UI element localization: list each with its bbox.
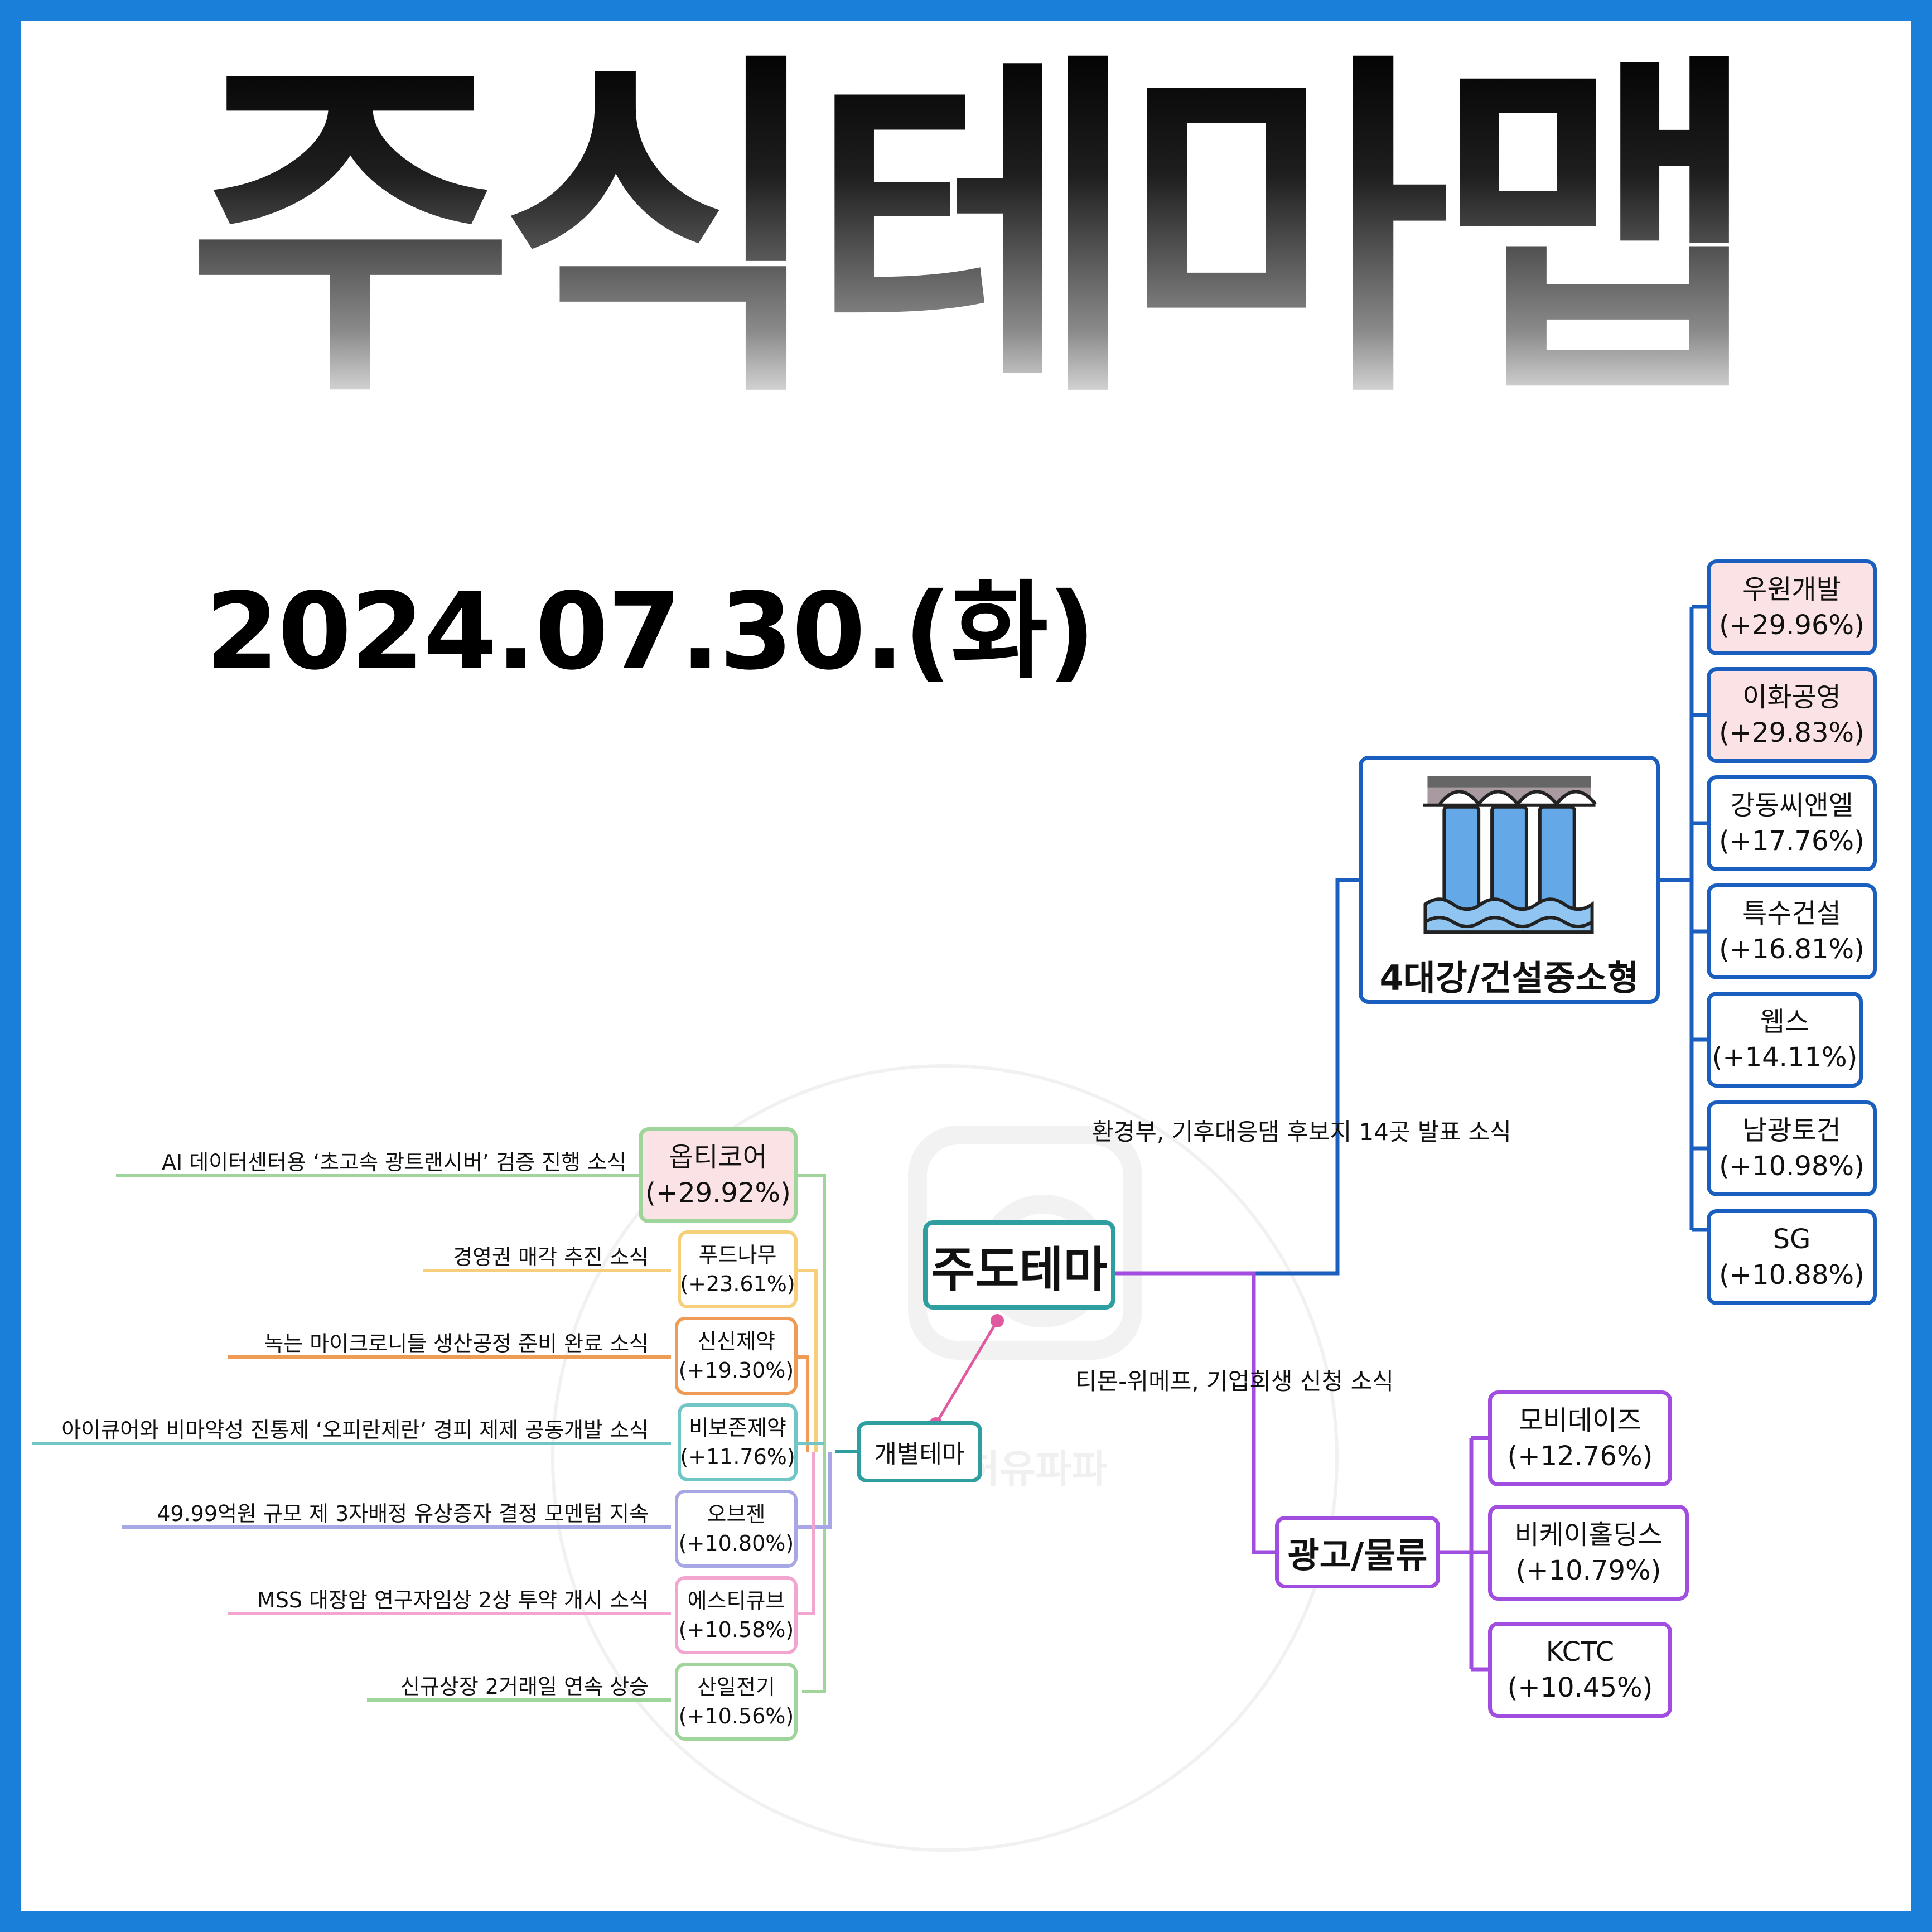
stock-node-vivozon: 비보존제약 (+11.76%) bbox=[678, 1403, 798, 1481]
theme-node-individual: 개별테마 bbox=[857, 1421, 982, 1482]
stock-name: SG bbox=[1772, 1224, 1811, 1255]
theme-note-river: 환경부, 기후대응댐 후보지 14곳 발표 소식 bbox=[1092, 1118, 1511, 1146]
stock-note-sanil: 신규상장 2거래일 연속 상승 bbox=[400, 1674, 649, 1699]
stock-name: 비케이홀딩스 bbox=[1514, 1519, 1663, 1551]
link-river-branches bbox=[1692, 605, 1707, 1232]
stock-name: 강동씨앤엘 bbox=[1730, 790, 1853, 821]
stock-node-teuksu: 특수건설 (+16.81%) bbox=[1707, 883, 1877, 979]
stock-name: 오브젠 bbox=[707, 1502, 766, 1527]
stock-note-shinshin: 녹는 마이크로니들 생산공정 준비 완료 소식 bbox=[264, 1331, 649, 1356]
dam-waterfall-icon bbox=[1423, 776, 1597, 934]
stock-change: (+10.45%) bbox=[1507, 1672, 1653, 1703]
stock-name: 신신제약 bbox=[697, 1329, 775, 1354]
stock-node-sg: SG (+10.88%) bbox=[1707, 1209, 1877, 1305]
theme-label-individual: 개별테마 bbox=[874, 1440, 965, 1469]
stock-node-shinshin: 신신제약 (+19.30%) bbox=[675, 1317, 798, 1395]
stock-name: 우원개발 bbox=[1742, 574, 1841, 605]
stock-change: (+16.81%) bbox=[1719, 934, 1865, 965]
stock-name: 푸드나무 bbox=[698, 1243, 777, 1267]
root-label: 주도테마 bbox=[931, 1242, 1108, 1298]
link-root-river bbox=[1114, 878, 1360, 1276]
page-frame: 허유파파 주식테마맵 2024.07.30.(화) bbox=[21, 21, 1911, 1911]
stock-node-foodnamu: 푸드나무 (+23.61%) bbox=[678, 1230, 798, 1308]
stock-change: (+29.96%) bbox=[1719, 610, 1865, 641]
stock-node-stcube: 에스티큐브 (+10.58%) bbox=[675, 1576, 798, 1654]
stock-node-bk: 비케이홀딩스 (+10.79%) bbox=[1488, 1505, 1689, 1601]
stock-change: (+10.98%) bbox=[1719, 1151, 1865, 1182]
stock-name: 산일전기 bbox=[697, 1675, 775, 1699]
stock-name: KCTC bbox=[1545, 1636, 1615, 1668]
theme-note-ad: 티몬-위메프, 기업회생 신청 소식 bbox=[1075, 1368, 1394, 1395]
stock-change: (+17.76%) bbox=[1719, 825, 1865, 857]
stock-change: (+10.56%) bbox=[678, 1704, 794, 1728]
theme-node-ad: 광고/물류 bbox=[1275, 1516, 1440, 1588]
stock-node-sanil: 산일전기 (+10.56%) bbox=[675, 1663, 798, 1741]
stock-name: 에스티큐브 bbox=[687, 1588, 785, 1613]
stock-node-obzen: 오브젠 (+10.80%) bbox=[675, 1490, 798, 1568]
stock-note-obzen: 49.99억원 규모 제 3자배정 유상증자 결정 모멘텀 지속 bbox=[157, 1501, 649, 1526]
stock-change: (+10.79%) bbox=[1515, 1555, 1661, 1586]
stock-note-vivozon: 아이큐어와 비마약성 진통제 ‘오피란제란’ 경피 제제 공동개발 소식 bbox=[61, 1418, 649, 1442]
stock-name: 옵티코어 bbox=[669, 1142, 767, 1173]
connector-lines bbox=[32, 605, 1707, 1702]
stock-change: (+11.76%) bbox=[680, 1445, 795, 1469]
stock-name: 비보존제약 bbox=[689, 1416, 786, 1440]
stock-change: (+10.80%) bbox=[678, 1531, 794, 1556]
stock-change: (+12.76%) bbox=[1507, 1441, 1653, 1472]
stock-node-ihwa: 이화공영 (+29.83%) bbox=[1707, 667, 1877, 763]
stock-name: 이화공영 bbox=[1742, 682, 1841, 713]
stock-name: 모비데이즈 bbox=[1518, 1405, 1642, 1436]
stock-name: 웹스 bbox=[1760, 1006, 1810, 1037]
stock-name: 남광토건 bbox=[1742, 1115, 1841, 1146]
stock-note-stcube: MSS 대장암 연구자임상 2상 투약 개시 소식 bbox=[257, 1588, 649, 1612]
link-ad-branches bbox=[1471, 1436, 1488, 1672]
link-root-individual bbox=[934, 1320, 999, 1425]
stock-node-gangdong: 강동씨앤엘 (+17.76%) bbox=[1707, 775, 1877, 871]
theme-label-ad: 광고/물류 bbox=[1287, 1535, 1428, 1576]
theme-label-river: 4대강/건설중소형 bbox=[1379, 958, 1639, 998]
stock-note-foodnamu: 경영권 매각 추진 소식 bbox=[453, 1245, 649, 1269]
root-node: 주도테마 bbox=[923, 1220, 1115, 1310]
stock-change: (+29.92%) bbox=[645, 1177, 791, 1209]
stock-name: 특수건설 bbox=[1742, 898, 1841, 929]
watermark-circle bbox=[551, 1064, 1339, 1852]
stock-node-opticore: 옵티코어 (+29.92%) bbox=[639, 1127, 798, 1223]
date-label: 2024.07.30.(화) bbox=[205, 570, 1096, 693]
stock-change: (+29.83%) bbox=[1719, 717, 1865, 748]
watermark-brand: 허유파파 bbox=[964, 1446, 1108, 1492]
stock-change: (+10.88%) bbox=[1719, 1259, 1865, 1291]
stock-node-woowon: 우원개발 (+29.96%) bbox=[1707, 559, 1877, 655]
stock-note-opticore: AI 데이터센터용 ‘초고속 광트랜시버’ 검증 진행 소식 bbox=[161, 1150, 626, 1175]
stock-node-mobidays: 모비데이즈 (+12.76%) bbox=[1488, 1390, 1672, 1486]
stock-node-webs: 웹스 (+14.11%) bbox=[1707, 992, 1863, 1088]
stock-change: (+10.58%) bbox=[678, 1617, 794, 1642]
stock-node-namkwang: 남광토건 (+10.98%) bbox=[1707, 1100, 1877, 1196]
stock-node-kctc: KCTC (+10.45%) bbox=[1488, 1622, 1672, 1718]
stock-change: (+23.61%) bbox=[680, 1272, 795, 1296]
stock-change: (+19.30%) bbox=[678, 1358, 794, 1383]
stock-change: (+14.11%) bbox=[1712, 1042, 1858, 1073]
theme-node-river: 4대강/건설중소형 bbox=[1359, 756, 1660, 1004]
page-title: 주식테마맵 bbox=[21, 38, 1911, 428]
link-root-ad bbox=[1114, 1271, 1276, 1554]
